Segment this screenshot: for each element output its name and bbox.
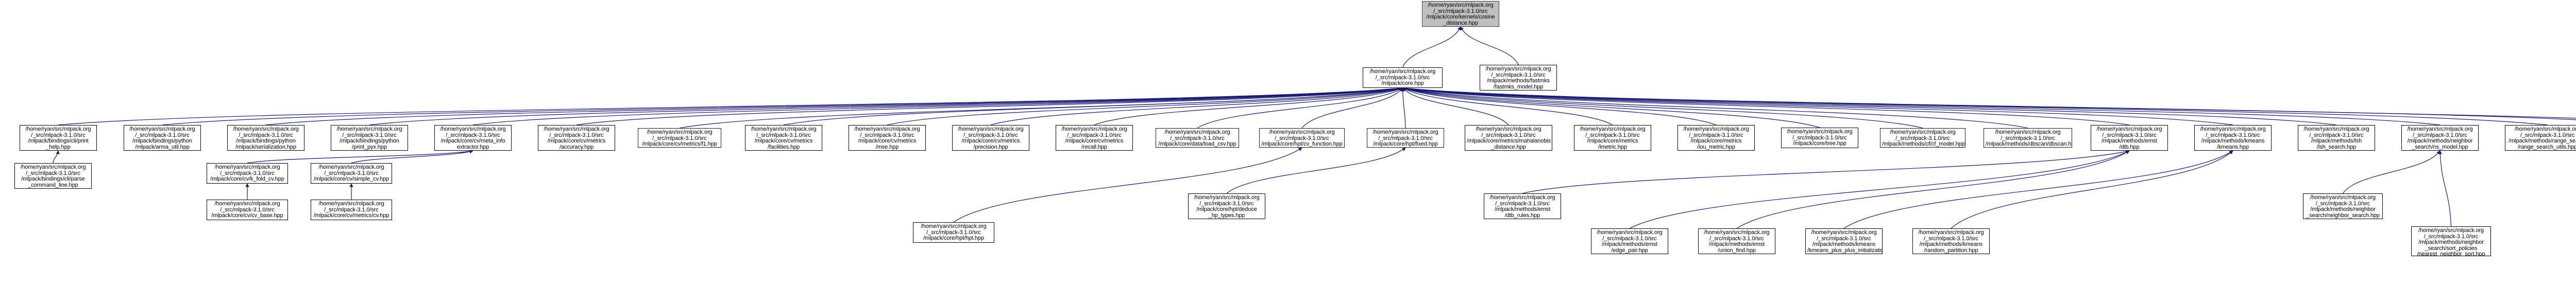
- graph-node-methods-neighbor-search-knn-hpp[interactable]: /home/ryan/src/mlpack.org /_src/mlpack-3…: [2303, 193, 2383, 219]
- graph-edge: [1094, 87, 1403, 126]
- graph-edge: [1402, 87, 1717, 126]
- graph-edge: [472, 86, 1403, 126]
- graph-edge: [247, 149, 473, 164]
- graph-edge: [1226, 147, 1406, 194]
- graph-node-core-cv-metrics-facilities-hpp[interactable]: /home/ryan/src/mlpack.org /_src/mlpack-3…: [745, 125, 822, 151]
- graph-node-fastmks-model-hpp[interactable]: /home/ryan/src/mlpack.org /_src/mlpack-3…: [1480, 65, 1557, 91]
- graph-node-bindings-cli-print-help-command-test-hpp[interactable]: /home/ryan/src/mlpack.org /_src/mlpack-3…: [14, 163, 92, 189]
- graph-edge: [1402, 87, 1923, 129]
- graph-edge: [369, 86, 1403, 126]
- graph-edge: [1301, 87, 1403, 129]
- graph-node-bindings-cli-print-help-hpp[interactable]: /home/ryan/src/mlpack.org /_src/mlpack-3…: [20, 125, 97, 151]
- graph-edge: [2438, 150, 2452, 227]
- graph-edge: [1197, 87, 1403, 129]
- graph-node-bindings-python-print-pyx-hpp[interactable]: /home/ryan/src/mlpack.org /_src/mlpack-3…: [331, 125, 408, 151]
- graph-node-methods-range-search-rs-model-hpp[interactable]: /home/ryan/src/mlpack.org /_src/mlpack-3…: [2505, 125, 2576, 151]
- graph-node-core-hpt-fixed-hpp[interactable]: /home/ryan/src/mlpack.org /_src/mlpack-3…: [1367, 128, 1444, 148]
- graph-edge: [265, 86, 1403, 126]
- graph-node-core-data-load-csv-hpp[interactable]: /home/ryan/src/mlpack.org /_src/mlpack-3…: [1156, 128, 1239, 148]
- graph-node-bindings-python-arma-util-hpp[interactable]: /home/ryan/src/mlpack.org /_src/mlpack-3…: [124, 125, 201, 151]
- graph-edge: [679, 86, 1403, 129]
- graph-node-core-hpt-deduce-hp-types-hpp[interactable]: /home/ryan/src/mlpack.org /_src/mlpack-3…: [1188, 193, 1265, 219]
- graph-edge: [1402, 86, 2233, 126]
- graph-edge: [783, 86, 1403, 126]
- graph-node-methods-emst-edge-pair-hpp[interactable]: /home/ryan/src/mlpack.org /_src/mlpack-3…: [1591, 228, 1668, 254]
- graph-node-core-cv-metrics-mse-hpp[interactable]: /home/ryan/src/mlpack.org /_src/mlpack-3…: [849, 125, 926, 151]
- graph-node-methods-lsh-lsh-search-hpp[interactable]: /home/ryan/src/mlpack.org /_src/mlpack-3…: [2298, 125, 2375, 151]
- graph-node-methods-emst-dtb-hpp[interactable]: /home/ryan/src/mlpack.org /_src/mlpack-3…: [2091, 125, 2168, 151]
- graph-node-methods-cf-cf-model-hpp[interactable]: /home/ryan/src/mlpack.org /_src/mlpack-3…: [1880, 128, 1965, 148]
- graph-edge: [351, 150, 473, 164]
- graph-edge: [1402, 86, 2548, 126]
- graph-edge: [1402, 86, 2028, 129]
- graph-edge: [1402, 86, 2337, 126]
- graph-node-methods-emst-dtb-rules-hpp[interactable]: /home/ryan/src/mlpack.org /_src/mlpack-3…: [1484, 193, 1561, 219]
- graph-node-methods-emst-union-find-hpp[interactable]: /home/ryan/src/mlpack.org /_src/mlpack-3…: [1698, 228, 1775, 254]
- graph-node-core-cv-simple-cv-hpp[interactable]: /home/ryan/src/mlpack.org /_src/mlpack-3…: [311, 163, 392, 184]
- graph-node-core-cv-meta-info-extractor-hpp[interactable]: /home/ryan/src/mlpack.org /_src/mlpack-3…: [434, 125, 512, 151]
- graph-edge: [53, 150, 60, 164]
- graph-edge: [1402, 86, 2441, 126]
- graph-node-cosine-distance-hpp[interactable]: /home/ryan/src/mlpack.org /_src/mlpack-3…: [1422, 1, 1499, 27]
- graph-edge: [58, 86, 1403, 126]
- graph-node-core-metrics-mahalanobis-distance-hpp[interactable]: /home/ryan/src/mlpack.org /_src/mlpack-3…: [1465, 125, 1552, 151]
- graph-node-methods-kmeans-random-partition-hpp[interactable]: /home/ryan/src/mlpack.org /_src/mlpack-3…: [1912, 228, 1990, 254]
- graph-edge: [1401, 87, 1406, 129]
- graph-node-core-metrics-lmetric-hpp[interactable]: /home/ryan/src/mlpack.org /_src/mlpack-3…: [1574, 125, 1651, 151]
- graph-node-methods-kmeans-dual-tree-kmeans-hpp[interactable]: /home/ryan/src/mlpack.org /_src/mlpack-3…: [1805, 228, 1883, 254]
- graph-edge: [576, 86, 1403, 126]
- graph-edge: [1629, 150, 2130, 229]
- graph-edge: [1951, 150, 2233, 229]
- graph-node-core-metrics-iou-metric-hpp[interactable]: /home/ryan/src/mlpack.org /_src/mlpack-3…: [1677, 125, 1755, 151]
- graph-node-methods-dbscan-dbscan-hpp[interactable]: /home/ryan/src/mlpack.org /_src/mlpack-3…: [1984, 128, 2072, 148]
- graph-node-core-hpp[interactable]: /home/ryan/src/mlpack.org /_src/mlpack-3…: [1363, 67, 1443, 88]
- graph-edge: [1402, 87, 1613, 126]
- graph-node-methods-kmeans-kmeans-hpp[interactable]: /home/ryan/src/mlpack.org /_src/mlpack-3…: [2194, 125, 2272, 151]
- graph-node-core-cv-k-fold-cv-hpp[interactable]: /home/ryan/src/mlpack.org /_src/mlpack-3…: [207, 163, 288, 184]
- graph-node-methods-neighbor-search-ns-model-hpp[interactable]: /home/ryan/src/mlpack.org /_src/mlpack-3…: [2401, 125, 2479, 151]
- graph-node-core-cv-metrics-accuracy-hpp[interactable]: /home/ryan/src/mlpack.org /_src/mlpack-3…: [538, 125, 615, 151]
- graph-edge: [1402, 87, 1820, 128]
- graph-node-core-hpt-hpt-hpp[interactable]: /home/ryan/src/mlpack.org /_src/mlpack-3…: [913, 222, 994, 243]
- graph-edge: [2343, 150, 2441, 194]
- graph-edge: [1736, 150, 2130, 229]
- graph-edge: [1843, 150, 2233, 229]
- graph-edge: [1402, 86, 2576, 119]
- graph-node-core-tree-hpp[interactable]: /home/ryan/src/mlpack.org /_src/mlpack-3…: [1781, 128, 1858, 148]
- graph-edge: [1402, 87, 1509, 126]
- graph-edge: [1402, 26, 1461, 68]
- graph-edge: [887, 87, 1403, 126]
- graph-node-core-cv-metrics-recall-hpp[interactable]: /home/ryan/src/mlpack.org /_src/mlpack-3…: [1056, 125, 1133, 151]
- graph-edge: [162, 86, 1403, 126]
- graph-node-core-cv-metrics-cv-hpp[interactable]: /home/ryan/src/mlpack.org /_src/mlpack-3…: [311, 200, 392, 220]
- graph-node-methods-neighbor-search-unmap-hpp[interactable]: /home/ryan/src/mlpack.org /_src/mlpack-3…: [2411, 226, 2491, 256]
- graph-edge: [1402, 86, 2576, 120]
- graph-node-bindings-python-serialization-hpp[interactable]: /home/ryan/src/mlpack.org /_src/mlpack-3…: [227, 125, 304, 151]
- graph-edge: [1460, 26, 1519, 65]
- graph-node-core-hpt-cv-function-hpp[interactable]: /home/ryan/src/mlpack.org /_src/mlpack-3…: [1259, 128, 1345, 148]
- graph-edge: [990, 87, 1403, 126]
- graph-node-core-cv-metrics-f1-hpp[interactable]: /home/ryan/src/mlpack.org /_src/mlpack-3…: [638, 128, 721, 148]
- graph-edge: [1402, 86, 2130, 126]
- graph-edge: [1522, 149, 2130, 194]
- graph-node-core-cv-cv-base-hpp[interactable]: /home/ryan/src/mlpack.org /_src/mlpack-3…: [207, 200, 288, 220]
- graph-node-core-cv-metrics-precision-hpp[interactable]: /home/ryan/src/mlpack.org /_src/mlpack-3…: [952, 125, 1029, 151]
